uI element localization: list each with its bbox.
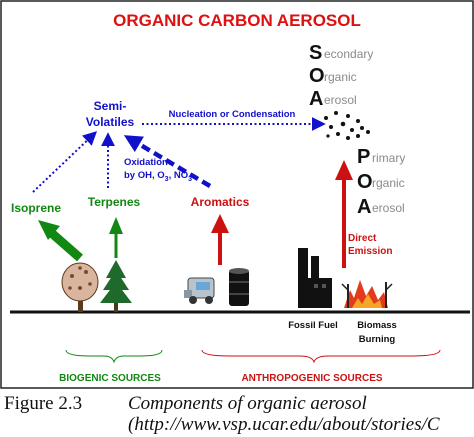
poa-label: P rimary O rganic A erosol [357, 146, 405, 218]
fossil-fuel-label: Fossil Fuel [288, 320, 338, 331]
conifer-tree-icon [100, 260, 132, 312]
poa-rest-1: rimary [372, 151, 405, 165]
poa-letter-p: P [357, 146, 370, 168]
figure-title: Components of organic aerosol [128, 393, 367, 414]
oxidation-line2: by OH, O3, NO3 [124, 170, 192, 183]
particle-cloud-icon [324, 111, 370, 140]
poa-letter-a: A [357, 196, 371, 218]
poa-rest-3: erosol [372, 201, 405, 215]
tree-to-isoprene-arrow [38, 220, 83, 262]
terpenes-label: Terpenes [88, 195, 141, 209]
figure-number: Figure 2.3 [4, 393, 83, 414]
poa-rest-2: rganic [372, 176, 405, 190]
oxidation-line1: Oxidation [124, 157, 168, 168]
biomass-label-line1: Biomass [357, 320, 397, 331]
soa-label: S econdary O rganic A erosol [309, 42, 373, 110]
soa-rest-1: econdary [324, 47, 373, 61]
soa-letter-o: O [309, 65, 325, 87]
nucleation-label: Nucleation or Condensation [169, 109, 296, 120]
direct-emission-line2: Emission [348, 246, 392, 257]
oil-barrel-icon [229, 268, 249, 306]
soa-letter-a: A [309, 88, 323, 110]
factory-icon [298, 248, 332, 308]
isoprene-label: Isoprene [11, 201, 61, 215]
biogenic-sources-label: BIOGENIC SOURCES [59, 373, 161, 384]
vehicles-to-aromatics-arrow [211, 214, 229, 265]
vehicle-icon [184, 277, 215, 304]
aromatics-label: Aromatics [191, 195, 250, 209]
isoprene-to-semivolatiles-arrow [32, 131, 98, 193]
soa-letter-s: S [309, 42, 322, 64]
anthropogenic-bracket [201, 349, 441, 364]
semi-volatiles-line2: Volatiles [86, 115, 135, 129]
anthropogenic-sources-label: ANTHROPOGENIC SOURCES [241, 373, 382, 384]
poa-letter-o: O [357, 171, 373, 193]
figure-source-url[interactable]: (http://www.vsp.ucar.edu/about/stories/C [128, 414, 440, 435]
soa-rest-2: rganic [324, 70, 357, 84]
diagram-title: ORGANIC CARBON AEROSOL [113, 11, 361, 30]
soa-rest-3: erosol [324, 93, 357, 107]
biogenic-bracket [65, 349, 163, 364]
oxidation-label: Oxidation by OH, O3, NO3 [124, 157, 192, 183]
figure-caption: Figure 2.3 Components of organic aerosol… [0, 389, 474, 437]
semi-volatiles-line1: Semi- [94, 99, 127, 113]
aromatics-to-semivolatiles-arrow [123, 135, 212, 188]
fire-icon [341, 280, 393, 308]
diagram-frame [0, 0, 474, 389]
deciduous-tree-icon [61, 262, 99, 312]
biomass-label-line2: Burning [359, 334, 396, 345]
conifer-to-terpenes-arrow [109, 217, 123, 258]
direct-emission-line1: Direct [348, 233, 377, 244]
direct-emission-arrow [335, 160, 353, 268]
